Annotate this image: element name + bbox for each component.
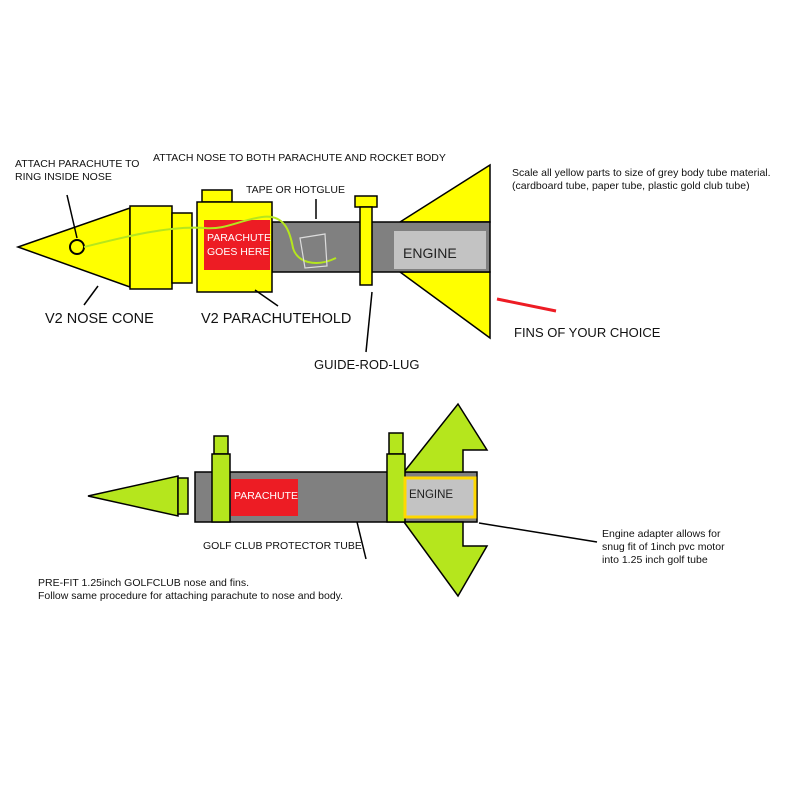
guide-rod-lug-cap	[354, 195, 378, 208]
guide-rod-label: GUIDE-ROD-LUG	[314, 357, 420, 372]
top-engine	[394, 231, 486, 269]
bottom-lug-front	[211, 453, 231, 523]
adapter-pointer	[478, 522, 598, 543]
top-engine-text: ENGINE	[403, 245, 457, 261]
top-fin-lower	[397, 271, 491, 340]
bottom-nose-cone	[87, 475, 179, 517]
top-parachute-line-2: GOES HERE	[207, 246, 270, 259]
prefit-note-line-1: PRE-FIT 1.25inch GOLFCLUB nose and fins.	[38, 577, 250, 589]
ring-pointer	[66, 194, 78, 239]
adapter-note-line-2: snug fit of 1inch pvc motor	[602, 541, 725, 554]
attach-ring-line-1: ATTACH PARACHUTE TO	[15, 158, 140, 170]
folded-parachute-sketch	[299, 233, 328, 269]
top-nose-shoulder	[171, 212, 193, 284]
prefit-note: PRE-FIT 1.25inch GOLFCLUB nose and fins.…	[38, 577, 343, 603]
scale-note-line-1: Scale all yellow parts to size of grey b…	[512, 167, 771, 179]
tape-label: TAPE OR HOTGLUE	[246, 184, 345, 196]
bottom-fin-lower	[402, 521, 489, 598]
bottom-engine-text: ENGINE	[409, 489, 454, 501]
fins-label: FINS OF YOUR CHOICE	[514, 325, 661, 340]
top-parachute-line-1: PARACHUTE	[207, 232, 271, 244]
bottom-lug-rear	[386, 453, 406, 523]
tube-pointer	[356, 521, 367, 560]
bottom-nose-collar	[177, 477, 189, 515]
bottom-parachute	[231, 479, 298, 516]
top-parachute-text: PARACHUTE GOES HERE	[207, 231, 271, 259]
adapter-note: Engine adapter allows for snug fit of 1i…	[602, 528, 725, 567]
parachute-hold-pointer	[254, 289, 279, 307]
tube-label: GOLF CLUB PROTECTOR TUBE	[203, 540, 362, 552]
top-nose-cone-tip	[15, 206, 131, 289]
nose-cone-pointer	[83, 285, 99, 306]
bottom-lug-front-cap	[213, 435, 229, 455]
guide-rod-lug	[359, 206, 373, 286]
attach-ring-label: ATTACH PARACHUTE TO RING INSIDE NOSE	[15, 158, 139, 184]
adapter-note-line-3: into 1.25 inch golf tube	[602, 554, 708, 567]
top-nose-collar	[129, 205, 173, 290]
bottom-engine-adapter	[403, 476, 477, 519]
bottom-parachute-text: PARACHUTE	[234, 490, 298, 502]
red-mark	[496, 297, 557, 313]
adapter-note-line-1: Engine adapter allows for	[602, 528, 721, 540]
bottom-fin-upper	[402, 402, 489, 473]
guide-rod-pointer	[365, 291, 373, 353]
attach-nose-label: ATTACH NOSE TO BOTH PARACHUTE AND ROCKET…	[153, 152, 446, 164]
parachute-hold-label: V2 PARACHUTEHOLD	[201, 311, 352, 327]
top-parachute-hold-tab	[201, 189, 233, 203]
attach-ring-line-2: RING INSIDE NOSE	[15, 171, 112, 184]
nose-cone-label: V2 NOSE CONE	[45, 311, 154, 327]
scale-note-line-2: (cardboard tube, paper tube, plastic gol…	[512, 180, 750, 193]
bottom-lug-rear-cap	[388, 432, 404, 455]
top-fin-upper	[397, 163, 491, 223]
prefit-note-line-2: Follow same procedure for attaching para…	[38, 590, 344, 603]
scale-note: Scale all yellow parts to size of grey b…	[512, 167, 771, 193]
parachute-string	[83, 215, 337, 264]
